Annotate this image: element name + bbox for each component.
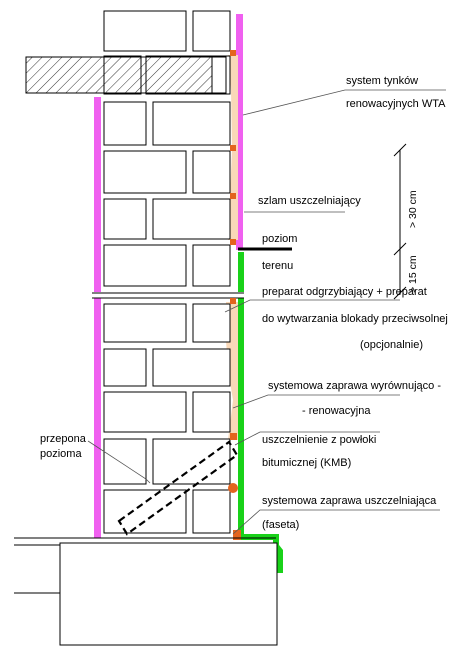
brick	[103, 150, 187, 194]
sealing-slurry-dot	[230, 50, 236, 56]
brick	[192, 150, 231, 194]
label-preparat-line1: preparat odgrzybiający + preparat	[262, 286, 427, 298]
wall-break-marks	[92, 292, 244, 299]
wta-plaster-interior-lower	[94, 298, 101, 538]
wta-plaster-interior-upper	[94, 97, 101, 292]
dimension-line	[393, 143, 407, 300]
brick	[152, 101, 231, 146]
label-zaprawa-wyr-line1: systemowa zaprawa wyrównująco -	[268, 380, 441, 392]
dimension-label-lower: > 15 cm	[407, 255, 419, 293]
foundation-footing	[59, 542, 278, 646]
foundation	[14, 537, 278, 646]
brick	[152, 348, 231, 387]
label-preparat-line2: do wytwarzania blokady przeciwsolnej	[262, 313, 448, 325]
brick-wall	[103, 10, 231, 534]
sealing-slurry-dot	[228, 483, 238, 493]
brick	[103, 391, 187, 433]
label-kmb-line2: bitumicznej (KMB)	[262, 457, 351, 469]
brick	[192, 489, 231, 534]
brick	[103, 10, 187, 52]
brick	[103, 438, 147, 485]
label-zaprawa-wyr-line2: - renowacyjna	[302, 405, 371, 417]
brick	[103, 101, 147, 146]
brick	[103, 489, 187, 534]
brick	[192, 10, 231, 52]
sealing-slurry-dot	[230, 239, 236, 245]
label-preparat-line3: (opcjonalnie)	[360, 339, 423, 351]
horizontal-barrier-outline	[117, 440, 239, 536]
brick	[103, 198, 147, 240]
brick	[192, 303, 231, 343]
horizontal-barrier	[117, 440, 239, 536]
brick	[103, 244, 187, 287]
label-wta-line2: renowacyjnych WTA	[346, 98, 446, 110]
hatched-slab	[25, 56, 227, 94]
label-szlam: szlam uszczelniający	[258, 195, 361, 207]
brick	[103, 303, 187, 343]
sealing-slurry-dot	[230, 298, 236, 304]
leader-lines	[87, 89, 446, 535]
label-faseta-line1: systemowa zaprawa uszczelniająca	[262, 495, 437, 507]
label-przepona-line2: pozioma	[40, 448, 82, 460]
brick	[152, 438, 231, 485]
bitumen-kmb-upper	[238, 252, 244, 292]
brick	[152, 198, 231, 240]
wta-plaster-exterior-upper	[236, 14, 243, 250]
bitumen-kmb-lower	[238, 298, 244, 530]
label-terenu: terenu	[262, 260, 293, 272]
sealing-slurry-dot	[230, 433, 237, 440]
dimension-label-upper: > 30 cm	[407, 190, 419, 228]
wta-plaster-layer	[94, 14, 243, 538]
brick	[103, 348, 147, 387]
sealing-slurry-dot	[230, 145, 236, 151]
label-kmb-line1: uszczelnienie z powłoki	[262, 434, 376, 446]
brick	[192, 391, 231, 433]
label-poziom: poziom	[262, 233, 297, 245]
label-wta-line1: system tynków	[346, 75, 418, 87]
label-faseta-line2: (faseta)	[262, 519, 299, 531]
label-przepona-line1: przepona	[40, 433, 87, 445]
brick	[192, 244, 231, 287]
sealing-slurry-dot	[230, 193, 236, 199]
